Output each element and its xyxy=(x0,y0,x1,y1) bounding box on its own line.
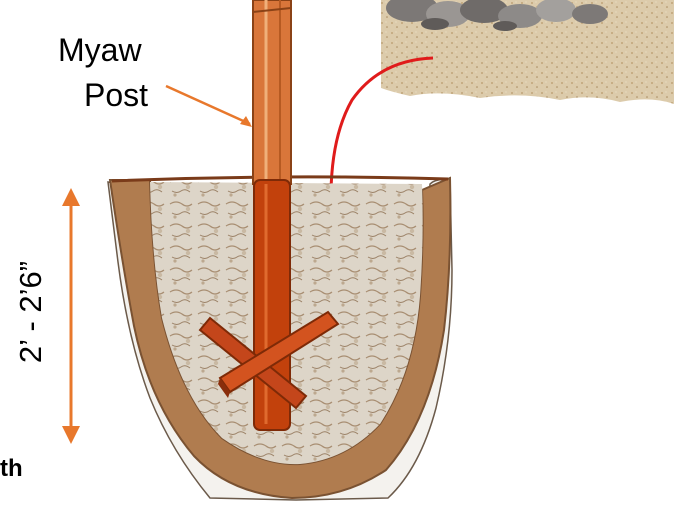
gravel-inset xyxy=(381,0,674,104)
depth-label: 2’ - 2’6” xyxy=(13,261,49,363)
cut-off-text: th xyxy=(0,455,23,483)
post-label-line1: Myaw xyxy=(58,32,142,68)
post-label-line2: Post xyxy=(84,77,148,113)
post-pointer-line xyxy=(166,86,250,124)
depth-dimension-arrow xyxy=(62,188,80,444)
